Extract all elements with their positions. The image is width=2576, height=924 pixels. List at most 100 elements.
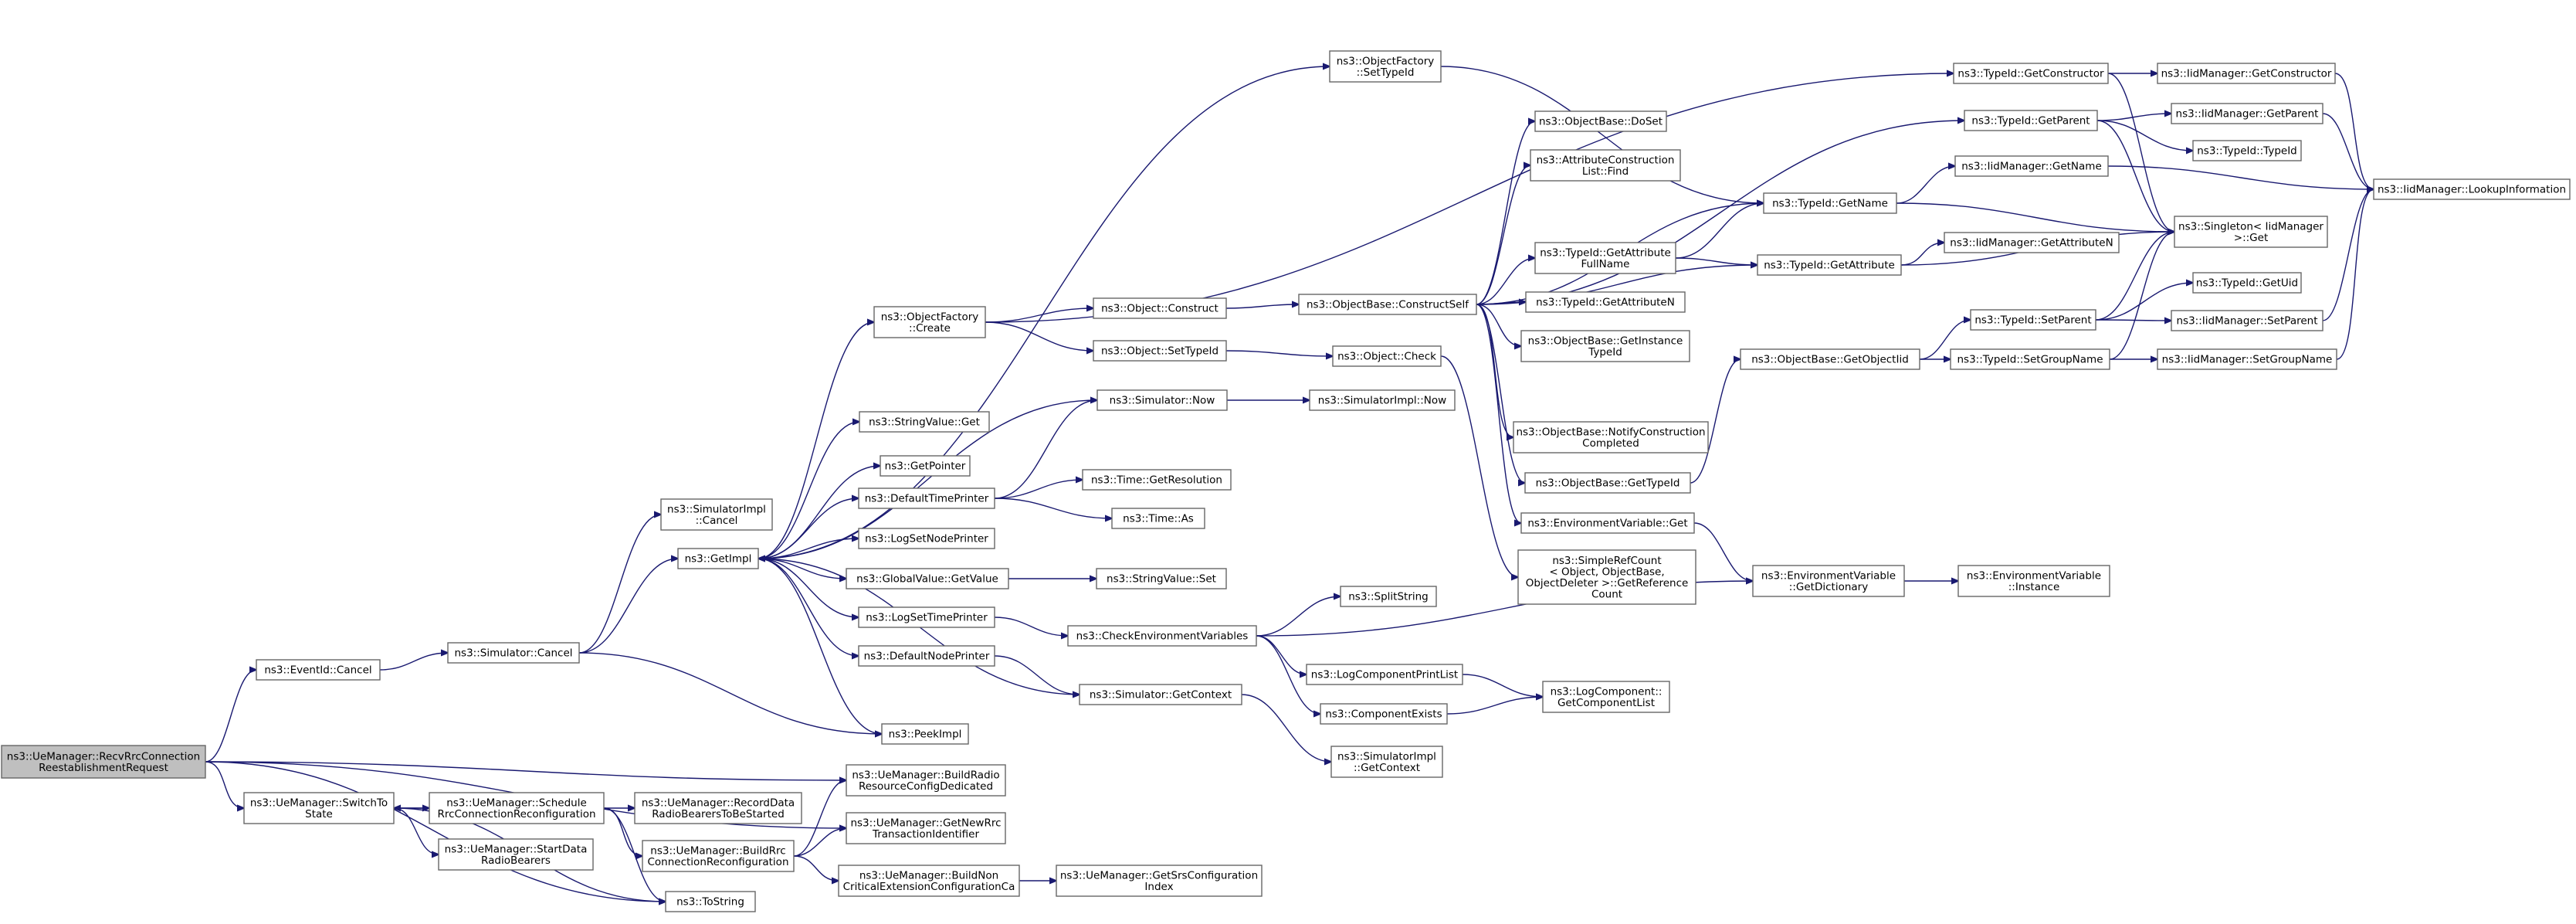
node-sim-now[interactable]: ns3::Simulator::Now: [1096, 389, 1228, 411]
edge-typeid-getattrfullname-to-typeid-getattribute: [1675, 257, 1757, 265]
node-iidmgr-getparent[interactable]: ns3::IidManager::GetParent: [2171, 103, 2323, 124]
node-tostring[interactable]: ns3::ToString: [665, 891, 756, 912]
node-uemgr-buildnoncrit[interactable]: ns3::UeManager::BuildNonCriticalExtensio…: [838, 865, 1020, 897]
node-typeid-getattributen[interactable]: ns3::TypeId::GetAttributeN: [1525, 291, 1686, 313]
node-time-getresolution[interactable]: ns3::Time::GetResolution: [1082, 469, 1232, 491]
node-typeid-setparent[interactable]: ns3::TypeId::SetParent: [1970, 309, 2096, 331]
node-simimpl-getcontext[interactable]: ns3::SimulatorImpl::GetContext: [1330, 746, 1443, 778]
node-box: [1542, 681, 1670, 713]
node-label: ns3::UeManager::Schedule: [446, 797, 587, 809]
node-objfactory-settypeid[interactable]: ns3::ObjectFactory::SetTypeId: [1329, 50, 1442, 83]
node-sim-cancel[interactable]: ns3::Simulator::Cancel: [447, 642, 580, 664]
node-envvar-getdictionary[interactable]: ns3::EnvironmentVariable::GetDictionary: [1752, 565, 1905, 597]
node-stringvalue-get[interactable]: ns3::StringValue::Get: [859, 411, 990, 433]
node-object-construct[interactable]: ns3::Object::Construct: [1093, 297, 1227, 319]
node-simplerefcount[interactable]: ns3::SimpleRefCount< Object, ObjectBase,…: [1517, 549, 1696, 605]
node-check-env-vars[interactable]: ns3::CheckEnvironmentVariables: [1067, 625, 1257, 647]
node-objbase-constructself[interactable]: ns3::ObjectBase::ConstructSelf: [1298, 294, 1477, 315]
node-sim-getcontext[interactable]: ns3::Simulator::GetContext: [1079, 684, 1242, 705]
edge-sim-cancel-to-peekimpl: [578, 652, 882, 734]
node-objbase-doset[interactable]: ns3::ObjectBase::DoSet: [1534, 110, 1667, 132]
node-label: ns3::Time::As: [1123, 513, 1194, 525]
node-default-time-printer[interactable]: ns3::DefaultTimePrinter: [858, 487, 995, 509]
node-objbase-getobjectiid[interactable]: ns3::ObjectBase::GetObjectIid: [1740, 348, 1920, 370]
node-log-set-node-printer[interactable]: ns3::LogSetNodePrinter: [858, 528, 995, 549]
node-typeid-getname[interactable]: ns3::TypeId::GetName: [1763, 192, 1897, 214]
edge-objbase-constructself-to-objbase-gettypeid: [1476, 304, 1525, 483]
node-object-check[interactable]: ns3::Object::Check: [1332, 345, 1442, 367]
edge-check-env-vars-to-component-exists: [1256, 635, 1320, 714]
edge-typeid-setparent-to-iidmgr-setparent: [2095, 320, 2171, 321]
edge-typeid-getparent-to-singleton-get: [2096, 120, 2174, 232]
node-component-exists[interactable]: ns3::ComponentExists: [1320, 703, 1448, 725]
node-log-set-time-printer[interactable]: ns3::LogSetTimePrinter: [858, 606, 995, 628]
node-label: ns3::EnvironmentVariable: [1761, 569, 1896, 582]
node-eventid-cancel[interactable]: ns3::EventId::Cancel: [256, 659, 381, 681]
node-objfactory-create[interactable]: ns3::ObjectFactory::Create: [873, 306, 986, 338]
node-iidmgr-getattributen[interactable]: ns3::IidManager::GetAttributeN: [1944, 232, 2120, 253]
node-box: [1330, 746, 1443, 778]
node-label: ns3::Object::Construct: [1101, 303, 1219, 315]
node-typeid-getparent[interactable]: ns3::TypeId::GetParent: [1964, 110, 2098, 131]
node-label: CriticalExtensionConfigurationCa: [843, 881, 1015, 893]
node-object-settypeid[interactable]: ns3::Object::SetTypeId: [1093, 340, 1227, 362]
node-label: TransactionIdentifier: [872, 828, 979, 841]
node-uemgr-buildrrcconnreconf[interactable]: ns3::UeManager::BuildRrcConnectionReconf…: [642, 840, 795, 872]
node-logcomp-printlist[interactable]: ns3::LogComponentPrintList: [1306, 664, 1463, 685]
node-default-node-printer[interactable]: ns3::DefaultNodePrinter: [858, 645, 995, 667]
node-box: [1332, 345, 1442, 367]
node-typeid-typeid[interactable]: ns3::TypeId::TypeId: [2192, 140, 2302, 161]
node-peekimpl[interactable]: ns3::PeekImpl: [881, 723, 969, 745]
node-iidmgr-getname[interactable]: ns3::IidManager::GetName: [1954, 155, 2109, 177]
node-getpointer[interactable]: ns3::GetPointer: [880, 455, 971, 477]
node-iidmgr-setparent[interactable]: ns3::IidManager::SetParent: [2171, 310, 2323, 331]
node-uemgr-recorddatarb[interactable]: ns3::UeManager::RecordDataRadioBearersTo…: [634, 792, 802, 824]
node-label: ns3::IidManager::LookupInformation: [2378, 184, 2566, 196]
node-uemgr-getnewrrctid[interactable]: ns3::UeManager::GetNewRrcTransactionIden…: [846, 812, 1006, 844]
node-stringvalue-set[interactable]: ns3::StringValue::Set: [1096, 568, 1227, 589]
node-root[interactable]: ns3::UeManager::RecvRrcConnectionReestab…: [1, 745, 206, 779]
edge-objbase-constructself-to-attrconstr-find: [1476, 165, 1530, 305]
node-simimpl-now[interactable]: ns3::SimulatorImpl::Now: [1309, 389, 1456, 411]
node-globalvalue-getvalue[interactable]: ns3::GlobalValue::GetValue: [846, 568, 1009, 589]
node-iidmgr-setgroupname[interactable]: ns3::IidManager::SetGroupName: [2157, 348, 2337, 370]
node-label: Completed: [1582, 437, 1639, 450]
node-label: ConnectionReconfiguration: [647, 856, 788, 868]
node-typeid-getuid[interactable]: ns3::TypeId::GetUid: [2192, 272, 2302, 294]
node-typeid-getattribute[interactable]: ns3::TypeId::GetAttribute: [1757, 254, 1902, 276]
edge-object-check-to-simplerefcount: [1440, 355, 1518, 577]
node-singleton-get[interactable]: ns3::Singleton< IidManager >::Get: [2174, 216, 2328, 248]
node-typeid-getconstructor[interactable]: ns3::TypeId::GetConstructor: [1953, 63, 2109, 84]
node-uemgr-schedule[interactable]: ns3::UeManager::ScheduleRrcConnectionRec…: [429, 792, 605, 824]
edge-sim-now-to-getimpl: [758, 399, 1098, 559]
edge-component-exists-to-logcomp-getlist: [1446, 697, 1543, 715]
node-typeid-setgroupname[interactable]: ns3::TypeId::SetGroupName: [1950, 348, 2110, 370]
node-simimpl-cancel[interactable]: ns3::SimulatorImpl::Cancel: [660, 498, 773, 531]
node-time-as[interactable]: ns3::Time::As: [1111, 508, 1205, 529]
node-uemgr-buildradiores[interactable]: ns3::UeManager::BuildRadioResourceConfig…: [846, 764, 1006, 797]
node-box: [1534, 110, 1667, 132]
edge-sim-cancel-to-getimpl: [578, 559, 678, 654]
node-iidmgr-getconstructor[interactable]: ns3::IidManager::GetConstructor: [2157, 63, 2336, 84]
node-iidmgr-lookupinfo[interactable]: ns3::IidManager::LookupInformation: [2373, 178, 2571, 200]
node-envvar-get[interactable]: ns3::EnvironmentVariable::Get: [1520, 512, 1695, 534]
node-objbase-gettypeid[interactable]: ns3::ObjectBase::GetTypeId: [1524, 472, 1691, 494]
node-label: ns3::GetPointer: [885, 460, 966, 473]
node-label: ns3::ComponentExists: [1325, 708, 1442, 721]
node-box: [838, 865, 1020, 897]
node-getimpl[interactable]: ns3::GetImpl: [677, 548, 759, 569]
node-logcomp-getlist[interactable]: ns3::LogComponent::GetComponentList: [1542, 681, 1670, 713]
node-label: ns3::StringValue::Get: [869, 416, 980, 429]
node-split-string[interactable]: ns3::SplitString: [1340, 586, 1437, 607]
node-objbase-notifyconstr[interactable]: ns3::ObjectBase::NotifyConstructionCompl…: [1513, 421, 1709, 454]
node-envvar-instance[interactable]: ns3::EnvironmentVariable::Instance: [1957, 565, 2110, 597]
node-label: ns3::SimulatorImpl::Now: [1318, 395, 1446, 407]
node-box: [1093, 297, 1227, 319]
node-box: [429, 792, 605, 824]
